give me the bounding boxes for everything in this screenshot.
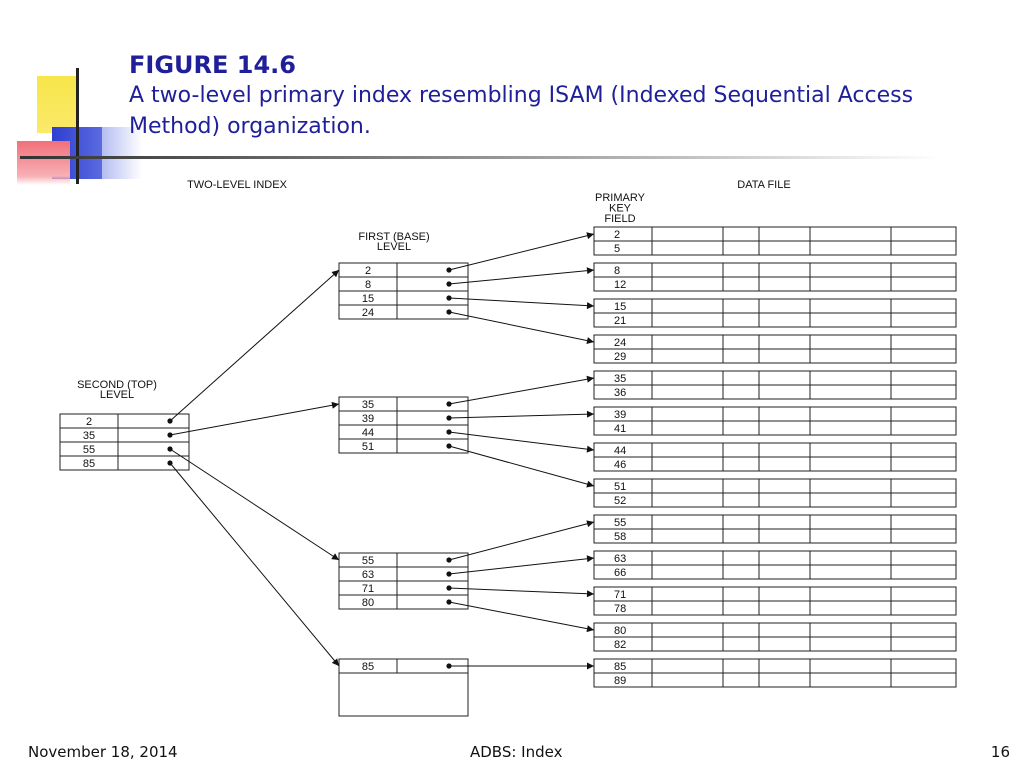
figure-caption: A two-level primary index resembling ISA… — [129, 83, 914, 139]
pointer-arrow — [448, 601, 595, 633]
data-file-label: DATA FILE — [737, 179, 790, 191]
record-key: 55 — [614, 517, 626, 529]
pointer-arrow — [169, 462, 340, 667]
record-key: 71 — [614, 589, 626, 601]
pointer-arrow — [448, 232, 595, 271]
decor-blue-fade — [102, 127, 142, 179]
index-key: 85 — [362, 661, 374, 673]
data-block: 25 — [593, 226, 957, 256]
index-key: 51 — [362, 441, 374, 453]
decor-vertical-rule — [76, 68, 79, 184]
pointer-arrow — [448, 445, 595, 488]
footer-date: November 18, 2014 — [28, 743, 178, 761]
data-block: 812 — [593, 262, 957, 292]
first-level-block: 2 8 15 24 — [338, 262, 469, 320]
index-key: 71 — [362, 583, 374, 595]
record-key: 39 — [614, 409, 626, 421]
decor-yellow-square — [37, 76, 79, 133]
second-top-level-label: LEVEL — [100, 389, 134, 401]
footer-course: ADBS: Index — [470, 743, 563, 761]
pointer-arrow — [448, 410, 595, 419]
pointer-arrow — [448, 297, 595, 310]
pointer-arrow — [448, 311, 595, 345]
record-key: 52 — [614, 495, 626, 507]
second-top-level-label: SECOND (TOP) — [77, 379, 157, 391]
index-key: 35 — [362, 399, 374, 411]
record-key: 89 — [614, 675, 626, 687]
record-key: 46 — [614, 459, 626, 471]
index-key: 15 — [362, 293, 374, 305]
record-key: 78 — [614, 603, 626, 615]
record-key: 12 — [614, 279, 626, 291]
record-key: 24 — [614, 337, 626, 349]
pointer-arrow — [448, 555, 595, 575]
first-level-block: 35 39 44 51 — [338, 396, 469, 454]
record-key: 8 — [614, 265, 620, 277]
pointer-arrow — [169, 448, 340, 561]
record-key: 63 — [614, 553, 626, 565]
record-key: 51 — [614, 481, 626, 493]
index-key: 39 — [362, 413, 374, 425]
record-key: 66 — [614, 567, 626, 579]
primary-key-field-label: PRIMARY — [595, 192, 646, 204]
pointer-arrow — [448, 431, 595, 453]
index-key: 63 — [362, 569, 374, 581]
pointer-arrow — [448, 587, 595, 598]
record-key: 41 — [614, 423, 626, 435]
footer-page-number: 16 — [990, 743, 1010, 761]
slide-title: FIGURE 14.6 A two-level primary index re… — [129, 50, 969, 142]
record-key: 58 — [614, 531, 626, 543]
title-underline-rule — [20, 156, 940, 159]
record-key: 35 — [614, 373, 626, 385]
pointer-arrow — [169, 401, 340, 436]
index-key: 35 — [83, 430, 95, 442]
record-key: 82 — [614, 639, 626, 651]
decor-red-square — [17, 141, 70, 185]
index-key: 2 — [365, 265, 371, 277]
first-level-block: 55 63 71 80 — [338, 552, 469, 610]
figure-number: FIGURE 14.6 — [129, 51, 296, 79]
first-base-level-label: LEVEL — [377, 241, 411, 253]
record-key: 21 — [614, 315, 626, 327]
record-key: 15 — [614, 301, 626, 313]
first-base-level-label: FIRST (BASE) — [358, 231, 429, 243]
index-key: 55 — [83, 444, 95, 456]
primary-key-field-label: FIELD — [604, 213, 635, 225]
index-key: 85 — [83, 458, 95, 470]
pointer-arrow — [169, 269, 340, 422]
record-key: 29 — [614, 351, 626, 363]
index-block-border — [338, 658, 469, 717]
record-key: 85 — [614, 661, 626, 673]
index-key: 44 — [362, 427, 374, 439]
second-level-index: 2 35 55 85 — [59, 413, 190, 471]
index-key: 24 — [362, 307, 374, 319]
index-key: 8 — [365, 279, 371, 291]
pointer-arrow — [448, 267, 595, 285]
record-key: 80 — [614, 625, 626, 637]
index-key: 80 — [362, 597, 374, 609]
index-key: 55 — [362, 555, 374, 567]
record-key: 44 — [614, 445, 626, 457]
primary-key-field-label: KEY — [609, 203, 632, 215]
index-key: 2 — [86, 416, 92, 428]
first-level-block: 85 — [338, 658, 469, 717]
record-key: 5 — [614, 243, 620, 255]
pointer-arrow — [448, 520, 595, 561]
pointer-arrow — [448, 375, 595, 405]
record-key: 36 — [614, 387, 626, 399]
two-level-index-label: TWO-LEVEL INDEX — [187, 179, 287, 191]
record-key: 2 — [614, 229, 620, 241]
